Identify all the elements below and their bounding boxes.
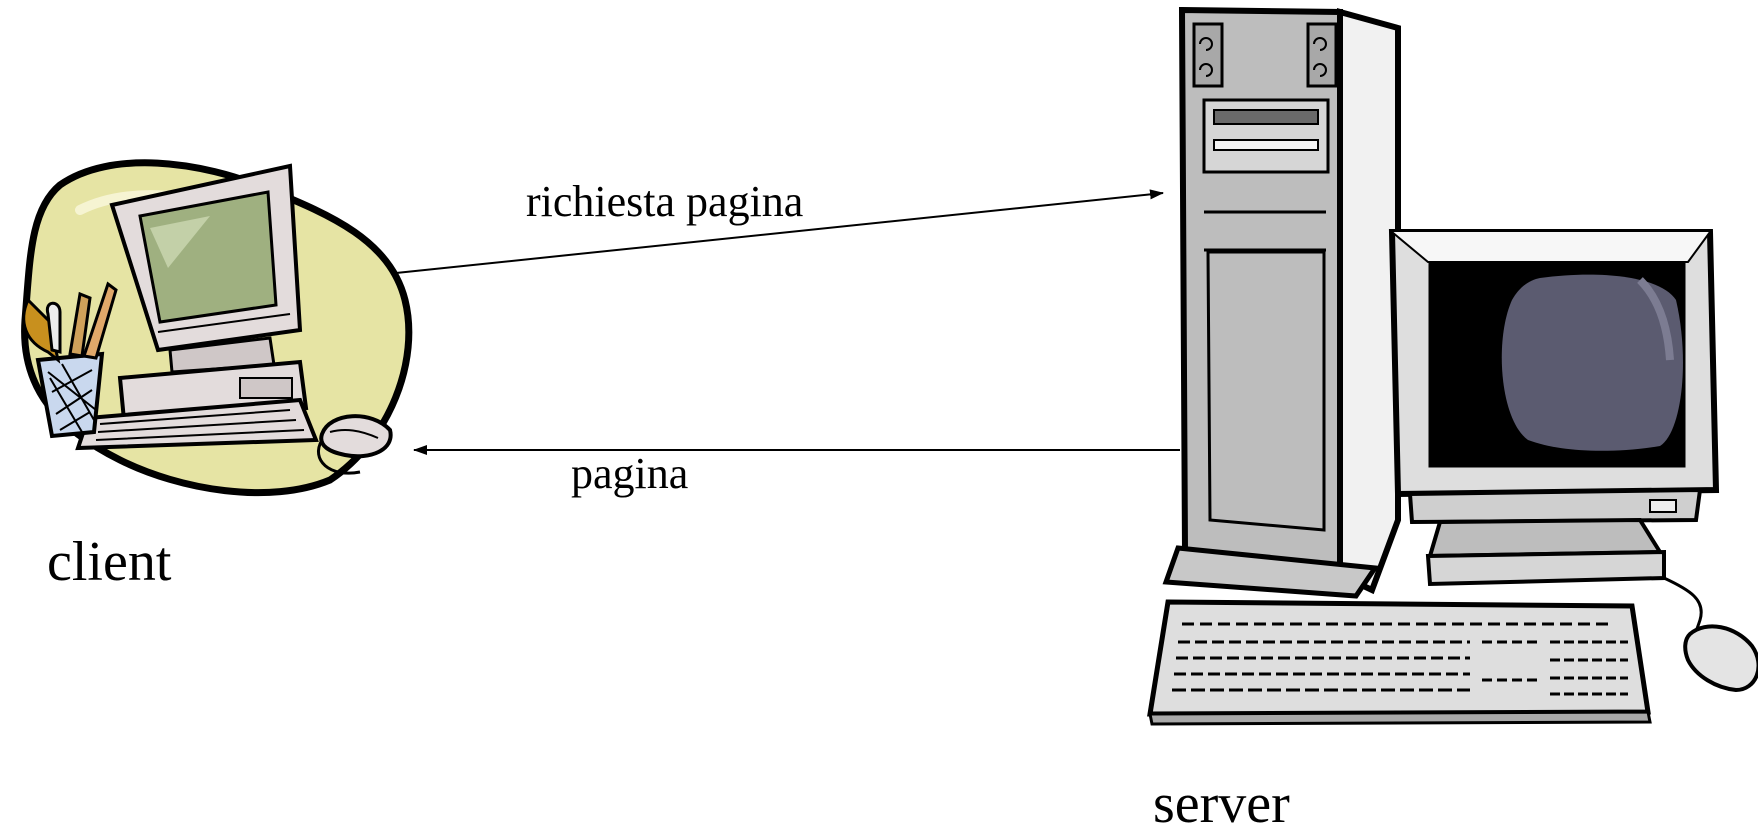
client-label: client [47, 531, 172, 593]
request-arrow-label: richiesta pagina [526, 177, 803, 226]
desktop-computer-clipart-icon [21, 159, 413, 497]
tower-server-computer-icon [1147, 6, 1758, 726]
request-arrow [395, 189, 1164, 274]
response-arrow-label: pagina [571, 449, 688, 498]
server-label: server [1153, 773, 1290, 832]
